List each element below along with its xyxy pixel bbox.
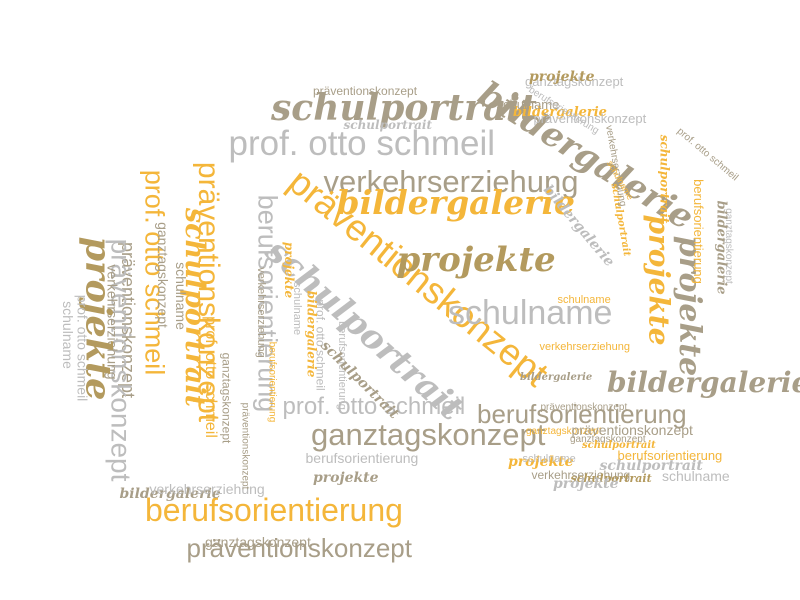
word-bildergalerie-6: bildergalerie [607,366,800,399]
word-projekte-4: projekte [529,69,595,85]
word-verkehrserziehung-7: verkehrserziehung [254,266,267,358]
word-verkehrserziehung-4: verkehrserziehung [531,468,631,482]
word-schulportrait-5: schulportrait [656,134,671,224]
word-verkehrserziehung-6: verkehrserziehung [149,481,265,497]
word-schulname-1: schulname [448,294,613,332]
word-schulportrait-7: schulportrait [582,440,656,451]
word-prof-otto-schmeil-5: prof. otto schmeil [201,316,219,438]
word-bildergalerie-3: bildergalerie [513,104,607,120]
word-praeventionskonzept-4: präventionskonzept [533,110,647,126]
word-berufsorientierung-9: berufsorientierung [265,341,277,423]
word-prof-otto-schmeil-1: prof. otto schmeil [228,123,496,163]
word-projekte-6: projekte [553,476,619,492]
word-praeventionskonzept-3: präventionskonzept [313,84,418,98]
word-projekte-2: projekte [642,214,676,346]
word-projekte-5: projekte [508,454,574,470]
word-ganztagskonzept-4: ganztagskonzept [526,426,602,437]
word-praeventionskonzept-9: präventionskonzept [186,533,412,563]
word-schulname-7: schulname [172,262,189,330]
word-prof-otto-schmeil-6: prof. otto schmeil [73,294,90,402]
word-projekte-7: projekte [313,470,379,486]
word-prof-otto-schmeil-3: prof. otto schmeil [674,125,741,184]
word-bildergalerie-7: bildergalerie [520,372,593,383]
word-bildergalerie-9: bildergalerie [303,290,318,378]
word-ganztagskonzept-2: ganztagskonzept [525,73,624,89]
word-prof-otto-schmeil-4: prof. otto schmeil [282,393,466,420]
word-praeventionskonzept-10: präventionskonzept [238,402,250,490]
word-schulname-4: schulname [557,293,611,306]
word-schulname-9: schulname [290,281,303,335]
word-schulportrait-9: schulportrait [599,458,703,474]
word-berufsorientierung-6: berufsorientierung [617,447,723,463]
word-ganztagskonzept-1: ganztagskonzept [311,416,546,452]
word-schulname-8: schulname [59,301,76,369]
word-schulname-5: schulname [522,452,576,465]
word-verkehrserziehung-1: verkehrserziehung [323,163,579,199]
word-berufsorientierung-7: berufsorientierung [305,450,419,466]
word-projekte-1: projekte [396,240,556,280]
word-schulportrait-8: schulportrait [570,471,652,485]
word-ganztagskonzept-6: ganztagskonzept [154,222,171,328]
word-schulname-6: schulname [662,468,730,484]
word-berufsorientierung-1: berufsorientierung [145,492,403,528]
word-bildergalerie-8: bildergalerie [119,486,221,502]
word-praeventionskonzept-6: präventionskonzept [540,402,628,413]
word-schulportrait-1: schulportrait [271,87,537,129]
word-bildergalerie-5: bildergalerie [713,200,729,294]
word-schulname-2: schulname [496,96,560,112]
word-ganztagskonzept-8: ganztagskonzept [218,352,233,444]
word-berufsorientierung-4: berufsorientierung [690,178,706,284]
word-verkehrserziehung-3: verkehrserziehung [539,340,631,353]
word-berufsorientierung-5: berufsorientierung [477,399,687,429]
word-ganztagskonzept-5: ganztagskonzept [570,434,646,445]
word-praeventionskonzept-5: präventionskonzept [571,422,693,438]
word-schulportrait-4: schulportrait [343,118,433,132]
word-bildergalerie-1: bildergalerie [336,182,576,222]
word-ganztagskonzept-7: ganztagskonzept [205,534,311,550]
